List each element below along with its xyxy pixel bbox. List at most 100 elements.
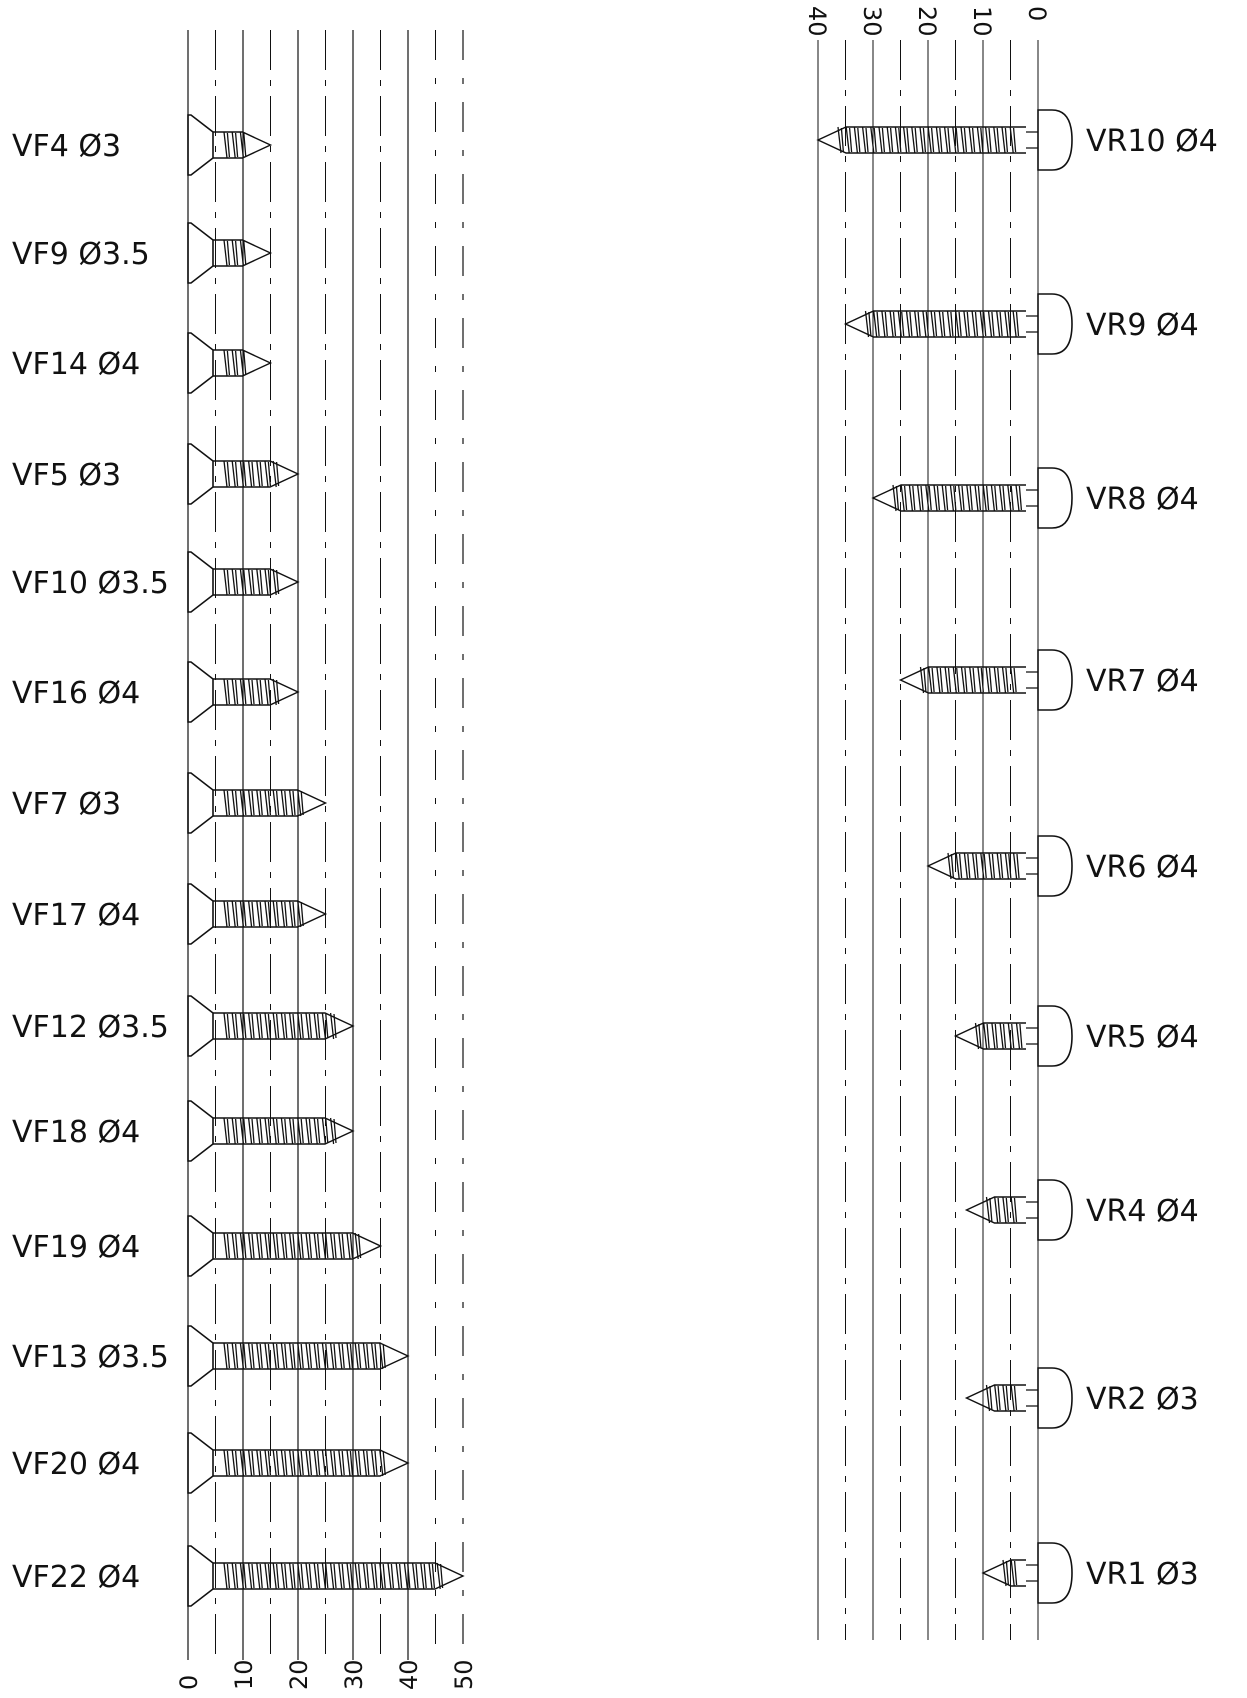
thread-marks	[223, 460, 280, 488]
countersunk-screw-label: VF18 Ø4	[12, 1115, 140, 1150]
thread-marks	[223, 568, 280, 596]
countersunk-screw	[187, 1545, 465, 1607]
countersunk-head	[187, 1432, 214, 1494]
thread-marks	[223, 900, 304, 928]
pan-neck	[1026, 315, 1038, 333]
thread-marks	[223, 1117, 337, 1145]
thread-marks	[837, 126, 1017, 154]
pan-scale-tick: 0	[1023, 6, 1051, 21]
countersunk-screw	[187, 443, 300, 505]
countersunk-screw-label: VF22 Ø4	[12, 1560, 140, 1595]
pan-scale-tick: 20	[913, 6, 941, 37]
pan-screw	[871, 467, 1073, 529]
thread-marks	[892, 484, 1023, 512]
countersunk-screw-label: VF13 Ø3.5	[12, 1340, 169, 1375]
pan-head	[1037, 1005, 1073, 1067]
thread-marks	[223, 1342, 386, 1370]
pan-screw	[953, 1005, 1073, 1067]
pan-head	[1037, 109, 1073, 171]
countersunk-screw	[187, 661, 300, 723]
pan-head	[1037, 1542, 1073, 1604]
screw-shank	[964, 1196, 1026, 1224]
screw-shank	[964, 1384, 1026, 1412]
countersunk-screw-label: VF4 Ø3	[12, 129, 121, 164]
pan-screw-label: VR10 Ø4	[1086, 124, 1218, 159]
countersunk-head	[187, 222, 214, 284]
pan-head	[1037, 1179, 1073, 1241]
thread-marks	[223, 678, 280, 706]
thread-marks	[919, 666, 1017, 694]
pan-screw-label: VR1 Ø3	[1086, 1557, 1199, 1592]
countersunk-screw	[187, 114, 273, 176]
pan-neck	[1026, 857, 1038, 875]
pan-screw	[816, 109, 1073, 171]
pan-neck	[1026, 1027, 1038, 1045]
countersunk-screw-label: VF9 Ø3.5	[12, 237, 150, 272]
countersunk-screw	[187, 222, 273, 284]
pan-head	[1037, 1367, 1073, 1429]
screw-shank	[213, 1342, 410, 1370]
reference-lines	[187, 30, 1039, 1660]
pan-head	[1037, 467, 1073, 529]
countersunk-head	[187, 1545, 214, 1607]
countersunk-screw	[187, 551, 300, 613]
screws-layer	[187, 109, 1073, 1607]
countersunk-screw-label: VF5 Ø3	[12, 458, 121, 493]
thread-marks	[1002, 1559, 1018, 1587]
countersunk-head	[187, 772, 214, 834]
thread-marks	[223, 131, 247, 159]
countersunk-screw-label: VF12 Ø3.5	[12, 1010, 169, 1045]
countersunk-head	[187, 995, 214, 1057]
pan-neck	[1026, 671, 1038, 689]
thread-marks	[864, 310, 1020, 338]
countersunk-screw-label: VF16 Ø4	[12, 676, 140, 711]
screw-shank	[926, 852, 1026, 880]
countersunk-scale-tick: 0	[175, 1675, 203, 1690]
thread-marks	[985, 1384, 1018, 1412]
countersunk-head	[187, 1325, 214, 1387]
countersunk-head	[187, 1215, 214, 1277]
pan-screw	[964, 1367, 1073, 1429]
thread-marks	[974, 1022, 1023, 1050]
pan-neck	[1026, 1564, 1038, 1582]
pan-scale-tick: 30	[858, 6, 886, 37]
countersunk-scale-tick: 40	[395, 1659, 423, 1690]
pan-screw-label: VR6 Ø4	[1086, 850, 1199, 885]
thread-marks	[223, 1449, 386, 1477]
countersunk-head	[187, 883, 214, 945]
thread-marks	[223, 1232, 362, 1260]
countersunk-head	[187, 551, 214, 613]
pan-screw	[926, 835, 1073, 897]
countersunk-screw-label: VF20 Ø4	[12, 1447, 140, 1482]
countersunk-scale-tick: 20	[285, 1659, 313, 1690]
countersunk-screw	[187, 1432, 410, 1494]
countersunk-head	[187, 114, 214, 176]
pan-screw-label: VR4 Ø4	[1086, 1194, 1199, 1229]
countersunk-scale-tick: 30	[340, 1659, 368, 1690]
countersunk-screw-label: VF7 Ø3	[12, 787, 121, 822]
countersunk-screw	[187, 332, 273, 394]
pan-screw-label: VR5 Ø4	[1086, 1020, 1199, 1055]
screw-shank	[213, 1117, 355, 1145]
screw-shank	[981, 1559, 1026, 1587]
thread-marks	[223, 239, 247, 267]
pan-neck	[1026, 131, 1038, 149]
thread-marks	[223, 1562, 444, 1590]
screw-shank	[213, 789, 328, 817]
pan-scale-tick: 10	[968, 6, 996, 37]
screw-shank	[213, 1562, 465, 1590]
countersunk-screw-label: VF19 Ø4	[12, 1230, 140, 1265]
countersunk-scale-tick: 10	[230, 1659, 258, 1690]
screw-shank	[213, 900, 328, 928]
countersunk-scale-tick: 50	[450, 1659, 478, 1690]
pan-head	[1037, 835, 1073, 897]
screw-shank	[213, 1012, 355, 1040]
countersunk-screw-label: VF17 Ø4	[12, 898, 140, 933]
screw-shank	[953, 1022, 1026, 1050]
countersunk-head	[187, 443, 214, 505]
thread-marks	[223, 349, 247, 377]
pan-scale-tick: 40	[803, 6, 831, 37]
screw-shank	[213, 1449, 410, 1477]
countersunk-screw	[187, 1100, 355, 1162]
